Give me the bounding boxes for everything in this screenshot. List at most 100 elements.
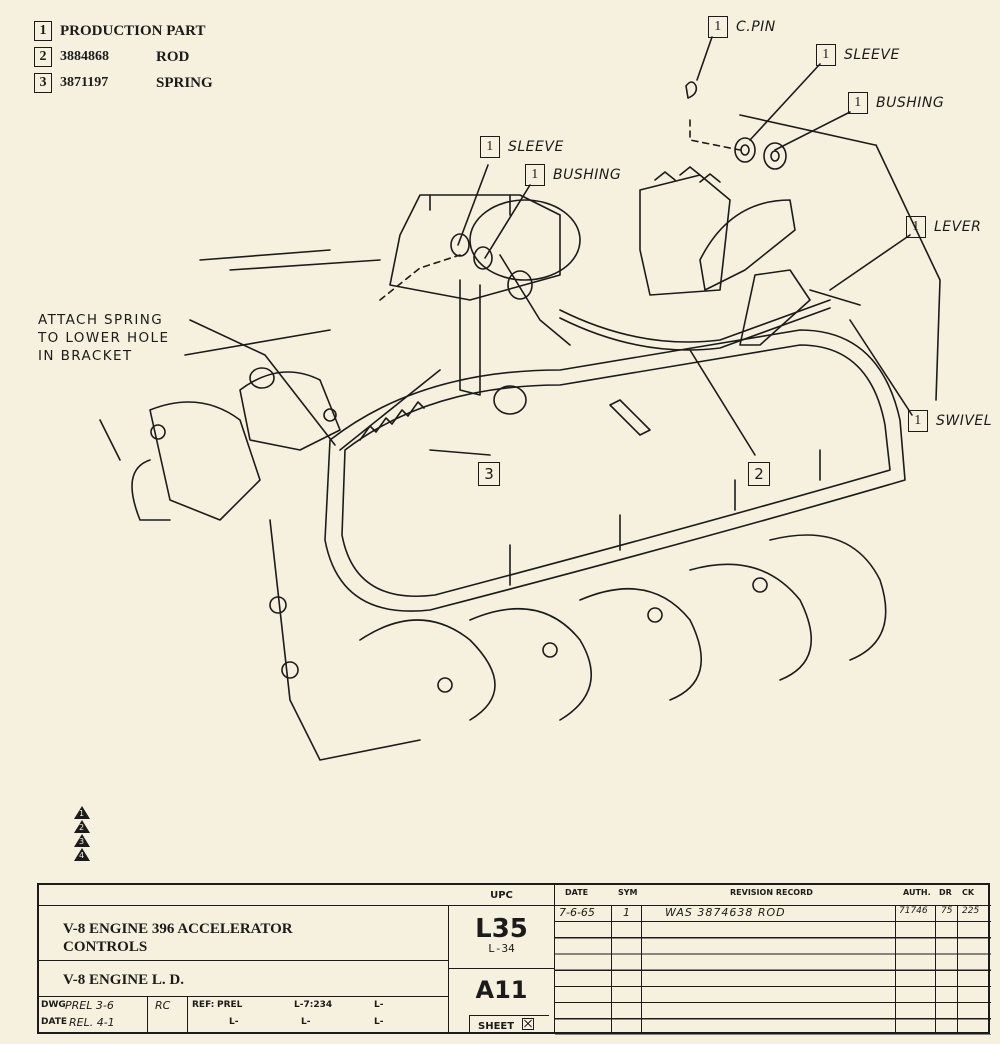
spring-attach-note: ATTACH SPRING TO LOWER HOLE IN BRACKET (38, 311, 169, 365)
revision-triangle-number: 3 (79, 837, 85, 846)
date-value: REL. 4-1 (69, 1016, 115, 1029)
callout-bushing-top: 1 BUSHING (848, 92, 944, 114)
callout-number: 1 (525, 164, 545, 186)
upc-header-cell: UPC (449, 885, 554, 905)
revision-triangle: 2 (74, 820, 90, 833)
callout-label: SLEEVE (508, 139, 564, 155)
date-label: DATE (41, 1017, 68, 1027)
legend-number: 2 (34, 47, 52, 67)
callout-number: 1 (848, 92, 868, 114)
revision-row: 7-6-65 1 WAS 3874638 ROD 71746 75 225 (555, 906, 991, 921)
dwg-label: DWG (41, 1000, 66, 1010)
sheet-box (522, 1018, 535, 1030)
drawing-title-line2: CONTROLS (63, 939, 148, 955)
leader-cpin (696, 36, 713, 81)
upc-code: L35 (475, 914, 528, 944)
rev-header-auth: AUTH. (903, 888, 931, 897)
leader-note (189, 319, 336, 446)
note-line: TO LOWER HOLE (38, 330, 170, 346)
sheet-label: SHEET (478, 1021, 515, 1032)
callout-number: 1 (908, 410, 928, 432)
leader-lever (829, 234, 911, 291)
rev-dr: 75 (941, 906, 953, 916)
revision-triangle: 1 (74, 806, 90, 819)
callout-number: 1 (906, 216, 926, 238)
sheet-cell: SHEET (469, 1015, 549, 1033)
rev-header-record: REVISION RECORD (730, 888, 813, 897)
engine-drawing (99, 36, 941, 761)
drawing-subtitle: V-8 ENGINE L. D. (63, 972, 184, 988)
legend-number: 3 (34, 73, 52, 93)
callout-label: SWIVEL (936, 413, 993, 429)
ref-l2: L- (374, 1000, 384, 1010)
rev-header-sym: SYM (618, 888, 638, 897)
note-line: IN BRACKET (38, 348, 133, 364)
leader-swivel (849, 319, 913, 416)
callout-label: SLEEVE (844, 47, 900, 63)
item-tag-spring: 3 (478, 462, 500, 486)
leader-sleeve-mid (457, 164, 489, 246)
leader-sleeve-top (749, 63, 821, 141)
legend-name: ROD (156, 48, 190, 65)
rev-record: WAS 3874638 ROD (665, 906, 786, 919)
callout-number: 1 (480, 136, 500, 158)
callout-label: BUSHING (553, 167, 622, 183)
legend-name: SPRING (156, 74, 213, 91)
upc-sub: L-34 (488, 942, 515, 955)
parts-legend: 1 PRODUCTION PART 2 3884868 ROD 3 387119… (34, 18, 213, 96)
title-cell: V-8 ENGINE 396 ACCELERATOR CONTROLS (39, 905, 449, 961)
legend-part-number: 3884868 (60, 49, 109, 64)
callout-sleeve-mid: 1 SLEEVE (480, 136, 564, 158)
callout-label: LEVER (934, 219, 982, 235)
callout-number: 1 (708, 16, 728, 38)
legend-row: 1 PRODUCTION PART (34, 18, 213, 44)
upc-cell: L35 L-34 (449, 905, 554, 969)
callout-lever: 1 LEVER (906, 216, 981, 238)
callout-sleeve-top: 1 SLEEVE (816, 44, 900, 66)
ref-l3: L- (229, 1017, 239, 1027)
ref-label: REF: (192, 1000, 215, 1010)
rev-header-date: DATE (565, 888, 589, 897)
revision-triangle-number: 4 (79, 851, 85, 860)
ref-value: PREL (217, 1000, 243, 1010)
callout-swivel: 1 SWIVEL (908, 410, 992, 432)
rev-date: 7-6-65 (559, 906, 595, 919)
upc-header: UPC (490, 890, 513, 901)
title-block: V-8 ENGINE 396 ACCELERATOR CONTROLS V-8 … (37, 883, 991, 1035)
revision-triangle: 4 (74, 848, 90, 861)
rev-ck: 225 (962, 906, 980, 916)
revision-triangle-number: 1 (79, 809, 85, 818)
ref-l4: L- (301, 1017, 311, 1027)
rev-header-dr: DR (939, 888, 952, 897)
revision-grid (555, 905, 991, 1035)
rev-header-ck: CK (962, 888, 975, 897)
legend-row: 2 3884868 ROD (34, 44, 213, 70)
drawing-title-line1: V-8 ENGINE 396 ACCELERATOR (63, 921, 293, 937)
revision-record: DATE SYM REVISION RECORD AUTH. DR CK 7-6… (554, 885, 991, 1035)
dwg-value: PREL 3-6 (65, 999, 114, 1012)
leader-bushing-mid (484, 184, 531, 259)
legend-row: 3 3871197 SPRING (34, 70, 213, 96)
ref-l5: L- (374, 1017, 384, 1027)
callout-label: C.PIN (736, 19, 776, 35)
callout-cpin: 1 C.PIN (708, 16, 776, 38)
revision-triangle: 3 (74, 834, 90, 847)
rev-auth: 71746 (899, 906, 928, 916)
legend-number: 1 (34, 21, 52, 41)
group-code: A11 (475, 976, 528, 1004)
ref-l1: L-7:234 (294, 1000, 333, 1010)
revision-triangle-number: 2 (79, 823, 85, 832)
callout-label: BUSHING (876, 95, 945, 111)
rev-sym: 1 (623, 906, 630, 919)
revision-triangles: 1 2 3 4 (72, 806, 94, 862)
item-tag-rod: 2 (748, 462, 770, 486)
callout-bushing-mid: 1 BUSHING (525, 164, 621, 186)
dwg-initials: RC (155, 999, 171, 1012)
callout-number: 1 (816, 44, 836, 66)
legend-part-number: 3871197 (60, 75, 109, 90)
subtitle-cell: V-8 ENGINE L. D. (39, 961, 449, 997)
legend-name: PRODUCTION PART (60, 22, 206, 39)
note-line: ATTACH SPRING (38, 312, 164, 328)
group-cell: A11 (449, 969, 554, 1013)
